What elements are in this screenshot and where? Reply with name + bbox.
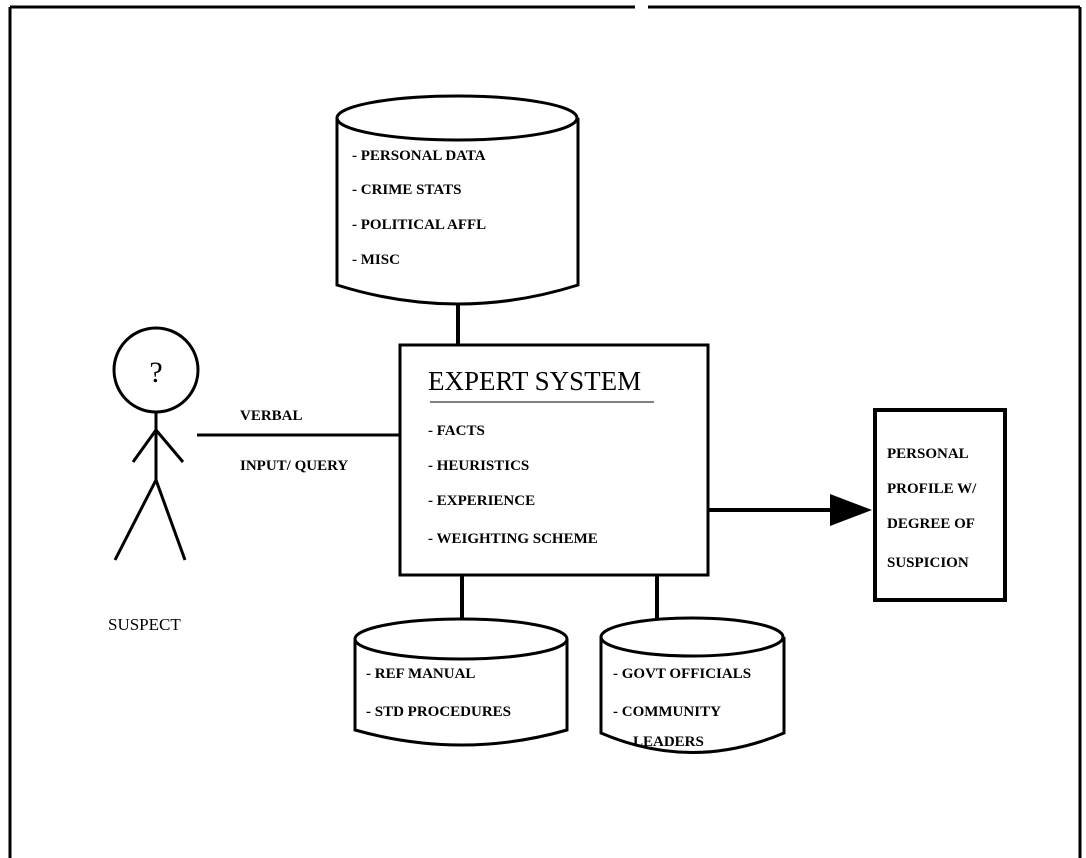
personal-db-item: - MISC [352, 252, 400, 268]
frame-border [8, 5, 1082, 858]
gov-db-item: LEADERS [633, 734, 704, 750]
expert-system-item: - WEIGHTING SCHEME [428, 531, 598, 547]
personal-db-item: - CRIME STATS [352, 182, 461, 198]
suspect-figure: ? [112, 326, 200, 561]
output-box-line: DEGREE OF [887, 516, 975, 532]
output-box-line: SUSPICION [887, 555, 969, 571]
expert-system-item: - HEURISTICS [428, 458, 529, 474]
gov-db-item: - GOVT OFFICIALS [613, 666, 751, 682]
ref-db-item: - STD PROCEDURES [366, 704, 511, 720]
officials-database: - GOVT OFFICIALS - COMMUNITY LEADERS [599, 616, 786, 754]
expert-system-box: EXPERT SYSTEM - FACTS - HEURISTICS - EXP… [398, 343, 710, 577]
expert-system-title: EXPERT SYSTEM [428, 366, 641, 396]
input-label-line1: VERBAL [240, 408, 303, 424]
output-arrowhead [830, 494, 872, 526]
suspect-label: SUSPECT [108, 615, 181, 634]
output-profile-box: PERSONAL PROFILE W/ DEGREE OF SUSPICION [873, 408, 1007, 602]
output-box-line: PERSONAL [887, 446, 969, 462]
gov-db-item: - COMMUNITY [613, 704, 721, 720]
question-mark-icon: ? [149, 356, 162, 389]
reference-database: - REF MANUAL - STD PROCEDURES [353, 617, 569, 747]
personal-data-database: - PERSONAL DATA - CRIME STATS - POLITICA… [335, 94, 580, 306]
personal-db-item: - POLITICAL AFFL [352, 217, 486, 233]
input-label-line2: INPUT/ QUERY [240, 458, 348, 474]
ref-db-item: - REF MANUAL [366, 666, 475, 682]
output-box-line: PROFILE W/ [887, 481, 977, 497]
expert-system-item: - FACTS [428, 423, 485, 439]
expert-system-item: - EXPERIENCE [428, 493, 535, 509]
personal-db-item: - PERSONAL DATA [352, 148, 486, 164]
